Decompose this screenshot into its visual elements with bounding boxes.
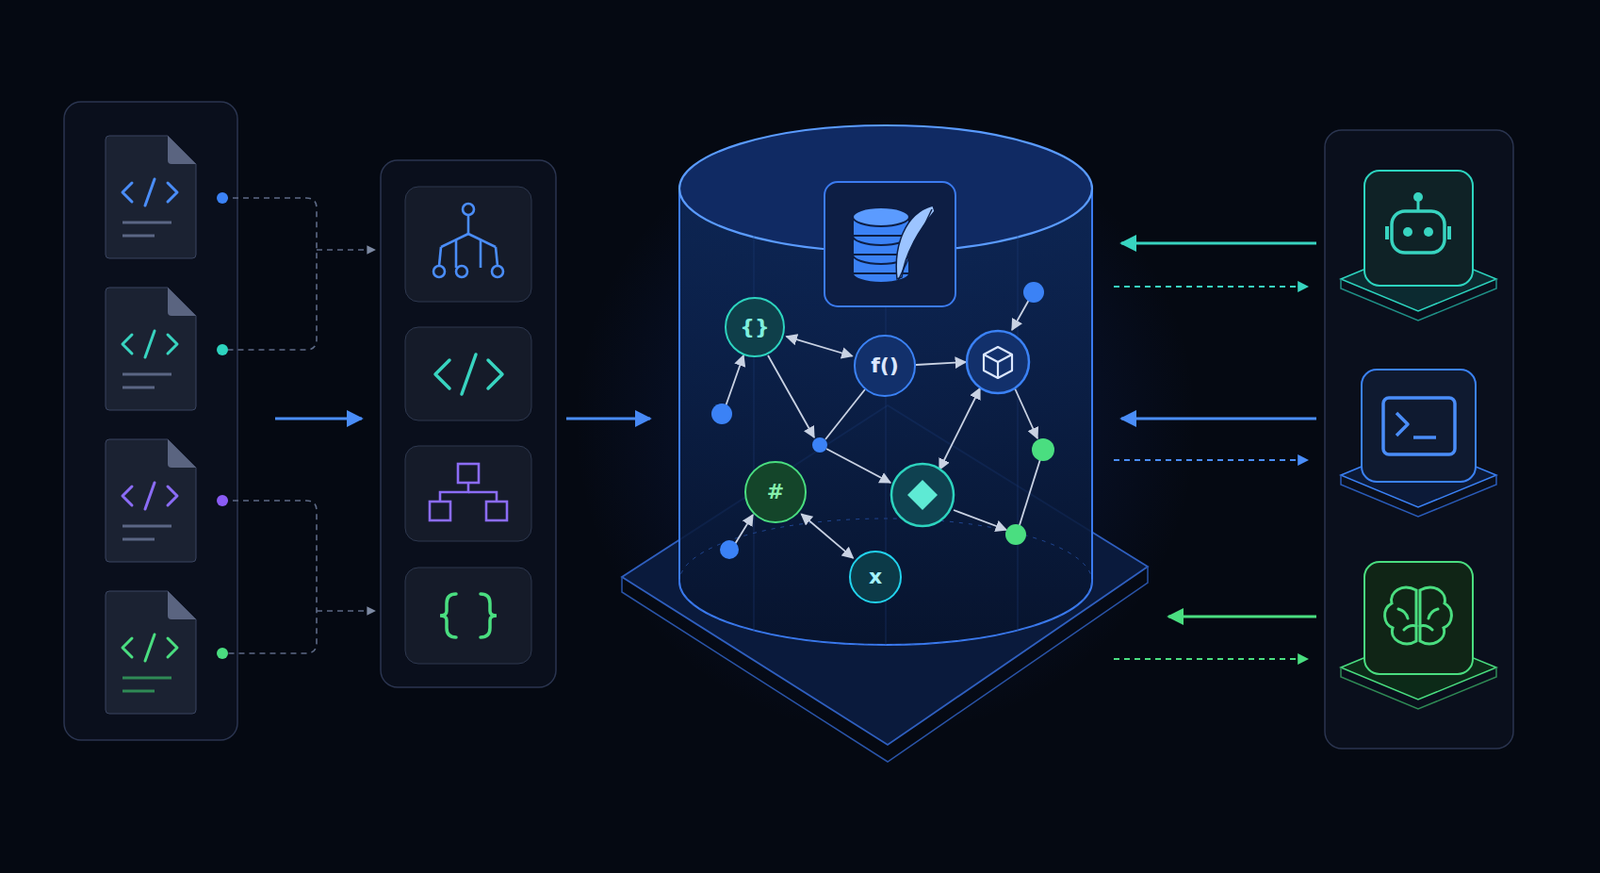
node-glyph: # <box>767 481 784 503</box>
flow-arrow <box>275 417 362 421</box>
node-glyph: x <box>868 566 882 588</box>
consumer-icons <box>1340 170 1497 709</box>
parser-tiles <box>405 186 532 664</box>
code-files <box>105 135 196 714</box>
node-glyph: f() <box>870 355 899 376</box>
variable-node: x <box>848 550 902 604</box>
object-node: {} <box>724 296 785 358</box>
feed-lines <box>222 197 376 654</box>
query-arrows <box>1113 243 1317 659</box>
graph-edge <box>800 513 853 558</box>
consumer-panel <box>1324 130 1514 749</box>
graph-edge <box>786 336 853 357</box>
node-glyph: {} <box>739 316 769 338</box>
function-node: f() <box>853 334 916 397</box>
source-panel <box>64 101 238 740</box>
graph-icon-nodes <box>711 281 1055 559</box>
hash-node: # <box>744 460 807 523</box>
parser-panel <box>380 160 556 687</box>
graph-database <box>574 113 1197 762</box>
